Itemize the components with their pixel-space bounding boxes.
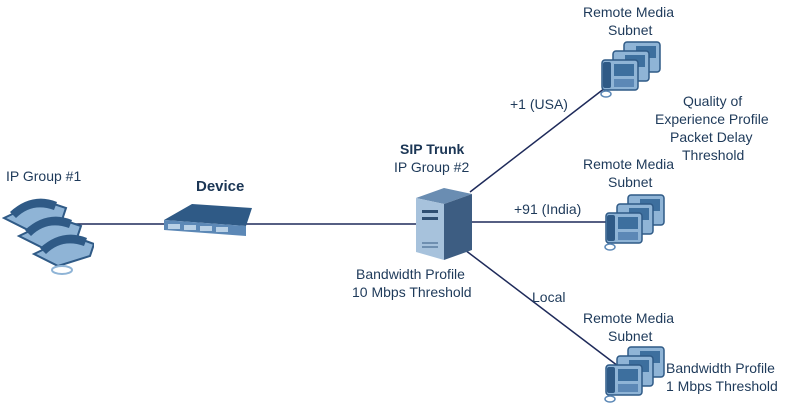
ip-phones-icon[interactable] bbox=[604, 345, 666, 403]
sip-trunk-subtitle: IP Group #2 bbox=[394, 159, 470, 175]
server-icon[interactable] bbox=[414, 184, 474, 264]
usa-profile-line3: Packet Delay bbox=[670, 129, 753, 145]
route-label-local: Local bbox=[532, 289, 566, 305]
media-gateway-icon[interactable] bbox=[162, 198, 254, 238]
subnet-local-line1: Remote Media bbox=[583, 310, 675, 326]
local-profile-line1: Bandwidth Profile bbox=[666, 360, 775, 376]
usa-profile-line1: Quality of bbox=[683, 93, 743, 109]
sip-trunk-bandwidth-line1: Bandwidth Profile bbox=[356, 266, 465, 282]
link-local bbox=[464, 249, 619, 367]
route-label-usa: +1 (USA) bbox=[510, 96, 568, 112]
ip-group-1-label: IP Group #1 bbox=[6, 168, 82, 184]
subnet-local-line2: Subnet bbox=[608, 328, 653, 344]
subnet-usa-line2: Subnet bbox=[608, 22, 653, 38]
usa-profile-line2: Experience Profile bbox=[655, 111, 769, 127]
desk-phones-icon[interactable] bbox=[2, 190, 94, 275]
sip-trunk-bandwidth-line2: 10 Mbps Threshold bbox=[352, 284, 472, 300]
link-usa bbox=[469, 87, 606, 193]
local-profile-line2: 1 Mbps Threshold bbox=[666, 378, 778, 394]
route-label-india: +91 (India) bbox=[514, 201, 582, 217]
ip-phones-icon[interactable] bbox=[604, 193, 666, 251]
device-label: Device bbox=[196, 178, 245, 195]
sip-trunk-title: SIP Trunk bbox=[400, 141, 465, 157]
subnet-india-line2: Subnet bbox=[608, 174, 653, 190]
subnet-india-line1: Remote Media bbox=[583, 156, 675, 172]
subnet-usa-line1: Remote Media bbox=[583, 4, 675, 20]
ip-phones-icon[interactable] bbox=[600, 40, 662, 98]
usa-profile-line4: Threshold bbox=[682, 147, 745, 163]
